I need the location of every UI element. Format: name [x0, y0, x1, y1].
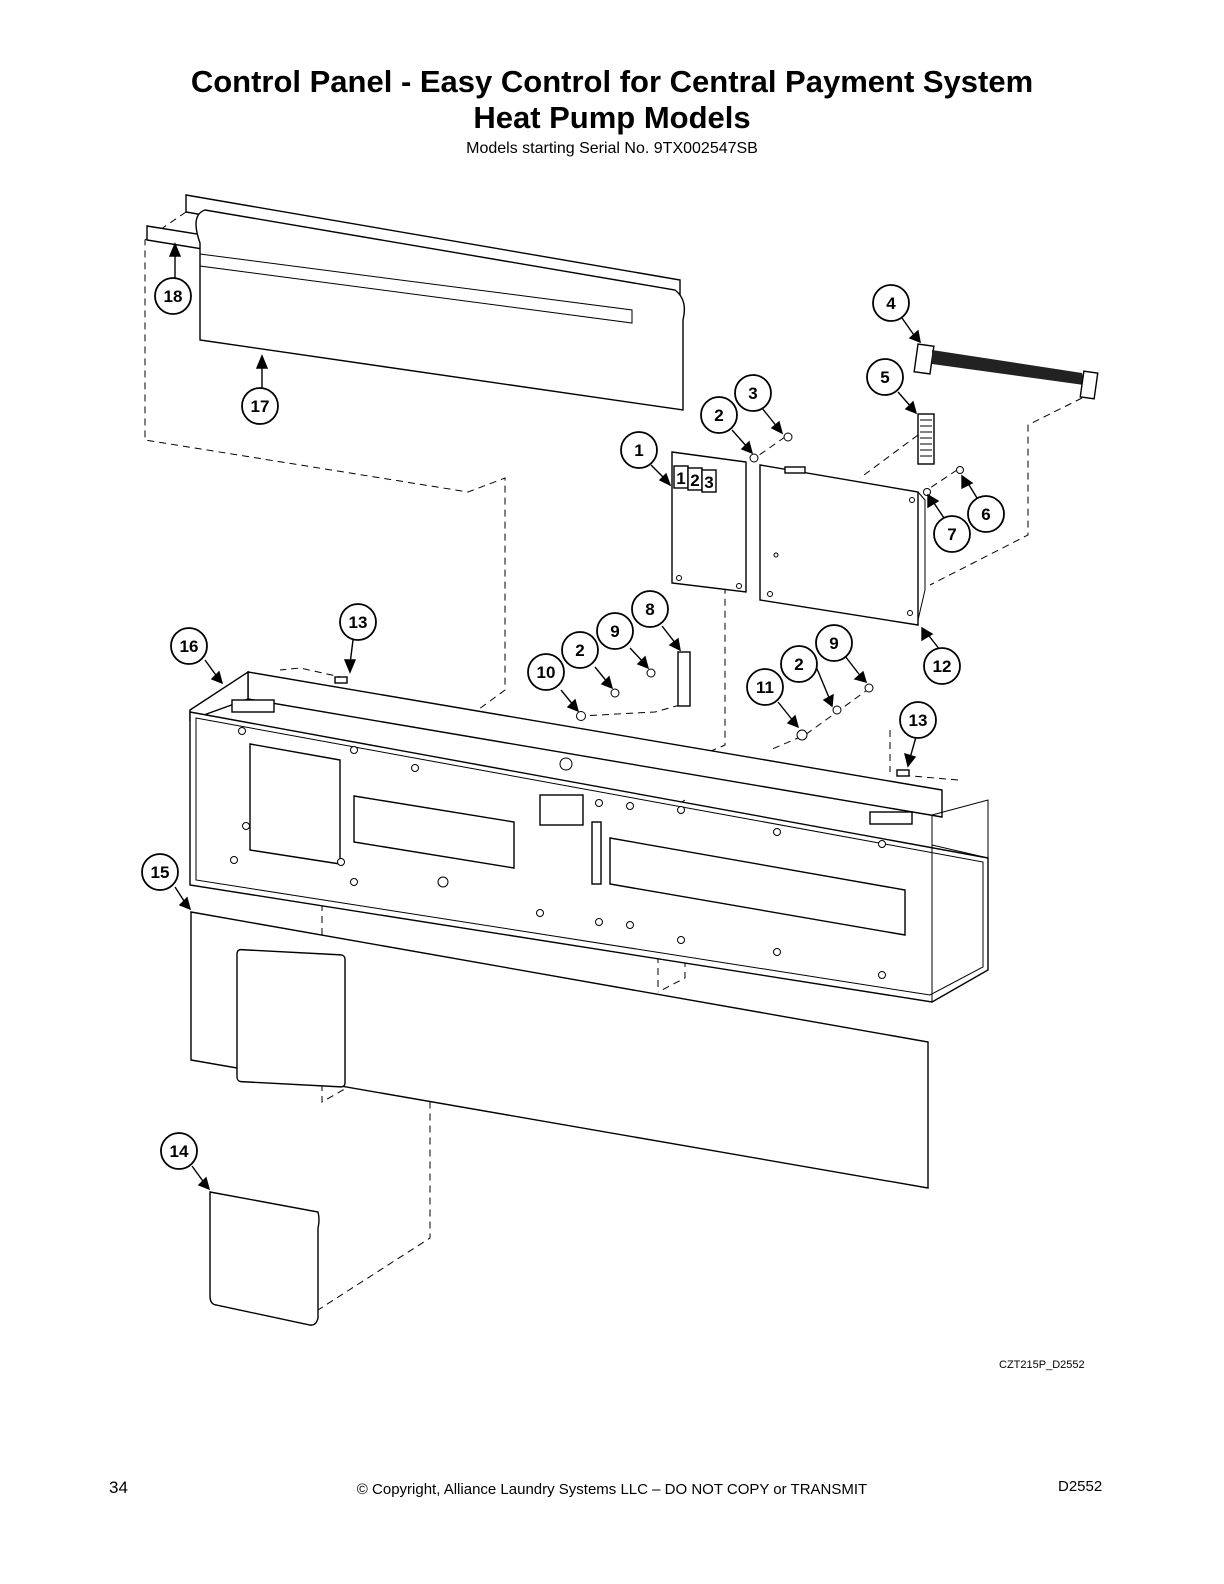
svg-text:18: 18 — [164, 287, 183, 306]
svg-text:9: 9 — [610, 622, 619, 641]
svg-text:9: 9 — [829, 634, 838, 653]
svg-text:17: 17 — [251, 397, 270, 416]
callout-18: 18 — [154, 277, 192, 315]
part-4-ribbon-cable — [913, 343, 1099, 400]
callout-11: 11 — [746, 668, 784, 706]
part-17-upper-overlay — [195, 209, 686, 411]
svg-text:5: 5 — [880, 368, 889, 387]
svg-text:14: 14 — [170, 1142, 189, 1161]
callout-16: 16 — [170, 627, 208, 665]
svg-text:16: 16 — [180, 637, 199, 656]
hardware-fasteners — [334, 432, 964, 777]
keypad-digit: 1 — [676, 469, 685, 488]
callout-2: 2 — [561, 631, 599, 669]
svg-text:12: 12 — [933, 657, 952, 676]
callout-2: 2 — [780, 645, 818, 683]
callout-10: 10 — [527, 653, 565, 691]
callout-17: 17 — [241, 387, 279, 425]
part-8-light-pipe — [677, 651, 691, 707]
callout-4: 4 — [872, 284, 910, 322]
callout-3: 3 — [734, 374, 772, 412]
part-5-connector — [917, 413, 935, 465]
svg-text:10: 10 — [537, 663, 556, 682]
part-14-cover-plate — [209, 1191, 320, 1326]
page-title: Control Panel - Easy Control for Central… — [190, 64, 1034, 99]
copyright-notice: © Copyright, Alliance Laundry Systems LL… — [356, 1481, 868, 1498]
keypad-digit: 3 — [704, 473, 713, 492]
callout-1: 1 — [620, 431, 658, 469]
svg-text:3: 3 — [748, 384, 757, 403]
svg-text:7: 7 — [947, 525, 956, 544]
callout-9: 9 — [815, 624, 853, 662]
callout-13: 13 — [899, 701, 937, 739]
callout-2: 2 — [700, 396, 738, 434]
svg-text:2: 2 — [575, 641, 584, 660]
callout-8: 8 — [631, 590, 669, 628]
svg-text:6: 6 — [981, 505, 990, 524]
svg-text:4: 4 — [886, 294, 896, 313]
part-15-lower-overlay — [190, 911, 929, 1189]
callout-12: 12 — [923, 647, 961, 685]
part-16-panel-housing — [189, 670, 989, 1003]
part-12-control-board — [759, 464, 926, 626]
page-number: 34 — [109, 1478, 128, 1497]
svg-text:2: 2 — [794, 655, 803, 674]
keypad-digit: 2 — [690, 471, 699, 490]
svg-text:2: 2 — [714, 406, 723, 425]
document-code: D2552 — [1058, 1478, 1103, 1495]
callout-7: 7 — [933, 515, 971, 553]
svg-text:13: 13 — [909, 711, 928, 730]
svg-text:1: 1 — [634, 441, 643, 460]
page-subtitle: Models starting Serial No. 9TX002547SB — [466, 140, 758, 157]
svg-text:13: 13 — [349, 613, 368, 632]
callout-9: 9 — [596, 612, 634, 650]
callout-leaders — [168, 242, 978, 1191]
svg-text:8: 8 — [645, 600, 654, 619]
callout-5: 5 — [866, 358, 904, 396]
callout-13: 13 — [339, 603, 377, 641]
callout-14: 14 — [160, 1132, 198, 1170]
callout-6: 6 — [967, 495, 1005, 533]
page-title-line2: Heat Pump Models — [473, 100, 751, 135]
part-1-keypad-board: 1 2 3 — [671, 451, 747, 593]
drawing-code: CZT215P_D2552 — [999, 1359, 1085, 1371]
callout-15: 15 — [141, 853, 179, 891]
svg-text:15: 15 — [151, 863, 170, 882]
svg-text:11: 11 — [756, 678, 774, 697]
